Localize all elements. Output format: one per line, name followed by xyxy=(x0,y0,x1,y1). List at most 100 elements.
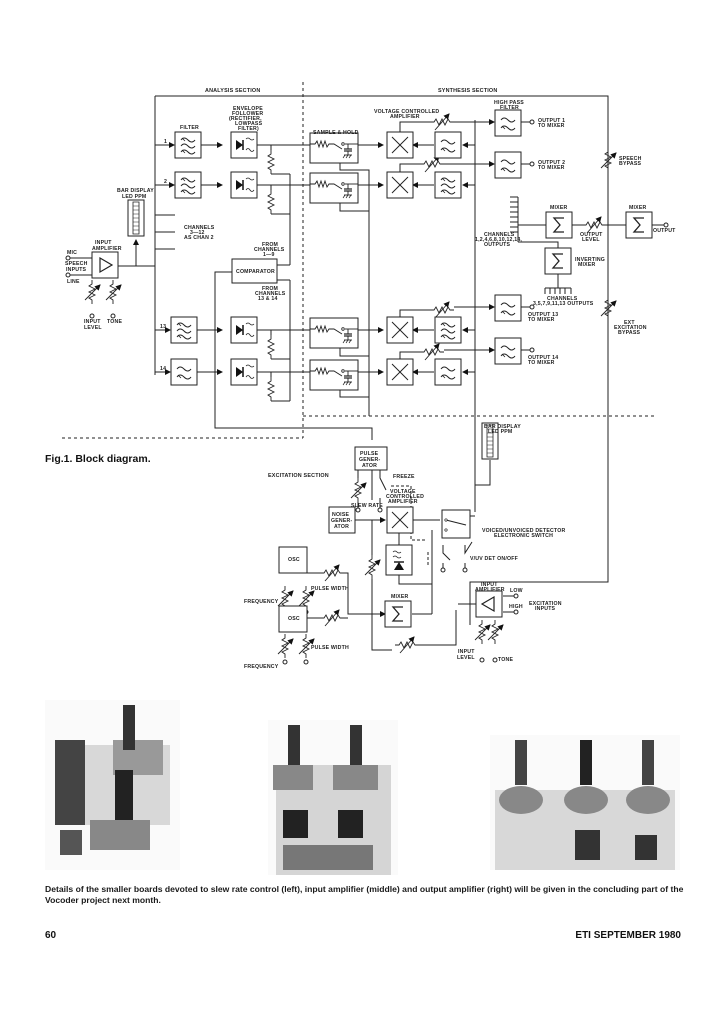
page-number: 60 xyxy=(45,930,57,941)
output-13-label-1: OUTPUT 13 xyxy=(528,312,558,318)
high-pass-filter-1 xyxy=(494,109,522,137)
envelope-follower-ch2 xyxy=(230,171,258,199)
high-pass-filter-label-2: FILTER xyxy=(500,105,519,111)
channel-number-2: 2 xyxy=(164,179,167,185)
excitation-tone-label: TONE xyxy=(498,657,513,663)
from-channels-1-9-label-2: CHANNELS xyxy=(254,247,285,253)
excitation-envelope-block xyxy=(386,545,412,575)
output-1-label-2: TO MIXER xyxy=(538,123,565,129)
output-mixer-label: MIXER xyxy=(629,205,646,211)
excitation-vca-label-1: VOLTAGE xyxy=(390,489,416,495)
photo-caption: Details of the smaller boards devoted to… xyxy=(45,884,684,905)
osc-block-2 xyxy=(279,606,307,632)
pulse-generator-label-2: GENER- xyxy=(359,457,380,463)
vca-ch1 xyxy=(386,131,414,159)
filter-ch14 xyxy=(170,358,198,386)
figure-caption: Fig.1. Block diagram. xyxy=(45,453,151,465)
envelope-follower-label-4: LOWPASS xyxy=(235,121,263,127)
high-label: HIGH xyxy=(509,604,523,610)
mic-label: MIC xyxy=(67,250,77,256)
input-amplifier-label-2: AMPLIFIER xyxy=(92,246,122,252)
pulse-generator-label-1: PULSE xyxy=(360,451,379,457)
pulse-width-label-1: PULSE WIDTH xyxy=(311,586,349,592)
pulse-width-label-2: PULSE WIDTH xyxy=(311,645,349,651)
inverting-mixer-block xyxy=(544,247,572,275)
board-photos xyxy=(0,690,723,880)
excitation-mixer-label: MIXER xyxy=(391,594,408,600)
output-level-label-2: LEVEL xyxy=(582,237,600,243)
high-pass-filter-14 xyxy=(494,337,522,365)
pulse-generator-block xyxy=(355,447,387,470)
odd-channels-label-1: CHANNELS xyxy=(547,296,578,302)
channel-number-13: 13 xyxy=(160,324,166,330)
vca-ch2 xyxy=(386,171,414,199)
even-channels-label-2: 1,2,4,6,8,10,12,14, xyxy=(475,237,522,243)
osc-label-1: OSC xyxy=(288,557,300,563)
excitation-vca-label-2: CONTROLLED xyxy=(386,494,424,500)
photo-output-amplifier-board xyxy=(490,735,680,870)
output-level-label-1: OUTPUT xyxy=(580,232,603,238)
voiced-unvoiced-switch xyxy=(442,510,470,538)
excitation-vca xyxy=(386,506,414,534)
sample-hold-ch1 xyxy=(309,132,359,164)
channel-number-1: 1 xyxy=(164,139,167,145)
output-13-label-2: TO MIXER xyxy=(528,317,555,323)
excitation-input-amplifier-label-1: INPUT xyxy=(481,582,498,588)
slew-rate-label: SLEW RATE xyxy=(351,503,383,509)
ext-excitation-bypass-label-3: BYPASS xyxy=(618,330,640,336)
excitation-section-label: EXCITATION SECTION xyxy=(268,473,329,479)
synthesis-section-label: SYNTHESIS SECTION xyxy=(438,88,497,94)
bar-display-label-2: LED PPM xyxy=(122,194,146,200)
channels-note-3: AS CHAN 2 xyxy=(184,235,214,241)
speech-bypass-label-2: BYPASS xyxy=(619,161,641,167)
high-pass-filter-2 xyxy=(494,151,522,179)
even-channels-label-1: CHANNELS xyxy=(484,232,515,238)
sample-hold-ch2 xyxy=(309,172,359,204)
filter-ch1 xyxy=(174,131,202,159)
input-amplifier-label-1: INPUT xyxy=(95,240,112,246)
frequency-label-2: FREQUENCY xyxy=(244,664,279,670)
from-channels-1-9-label-1: FROM xyxy=(262,242,278,248)
filter-ch2 xyxy=(174,171,202,199)
output-14-label-2: TO MIXER xyxy=(528,360,555,366)
photo-slew-rate-board xyxy=(45,700,180,870)
speech-inputs-label-2: INPUTS xyxy=(66,267,87,273)
even-channels-label-3: OUTPUTS xyxy=(484,242,511,248)
noise-generator-label-1: NOISE xyxy=(332,512,349,518)
ext-excitation-bypass-label-2: EXCITATION xyxy=(614,325,647,331)
sample-hold-label: SAMPLE & HOLD xyxy=(313,130,359,136)
comparator-block xyxy=(232,259,277,283)
vuv-on-off-label: V/UV DET ON/OFF xyxy=(470,556,518,562)
envelope-follower-label-3: (RECTIFIER, xyxy=(229,116,262,122)
envelope-follower-label-2: FOLLOWER xyxy=(232,111,263,117)
excitation-inputs-label-1: EXCITATION xyxy=(529,601,562,607)
excitation-mixer-block xyxy=(384,600,412,628)
ext-excitation-bypass-label-1: EXT xyxy=(624,320,635,326)
photo-input-amplifier-board xyxy=(268,720,398,875)
output-2-label-2: TO MIXER xyxy=(538,165,565,171)
synth-filter-ch13 xyxy=(434,316,462,344)
low-label: LOW xyxy=(510,588,523,594)
output-mixer-block xyxy=(625,211,653,239)
excitation-input-level-label-2: LEVEL xyxy=(457,655,475,661)
envelope-follower-ch14 xyxy=(230,358,258,386)
frequency-label-1: FREQUENCY xyxy=(244,599,279,605)
synth-filter-ch2 xyxy=(434,171,462,199)
pulse-generator-label-3: ATOR xyxy=(362,463,377,469)
excitation-input-amplifier-label-2: AMPLIFIER xyxy=(475,587,505,593)
excitation-bar-display-label-1: BAR DISPLAY xyxy=(484,424,521,430)
from-channels-13-14-label-1: FROM xyxy=(262,286,278,292)
from-channels-13-14-label-2: CHANNELS xyxy=(255,291,286,297)
synth-filter-ch1 xyxy=(434,131,462,159)
channels-note-1: CHANNELS xyxy=(184,225,215,231)
envelope-follower-ch13 xyxy=(230,316,258,344)
output-label: OUTPUT xyxy=(653,228,676,234)
vuv-detector-label-1: VOICED/UNVOICED DETECTOR xyxy=(482,528,565,534)
excitation-input-amplifier xyxy=(475,590,503,618)
from-channels-1-9-label-3: 1—9 xyxy=(263,252,275,258)
excitation-inputs-label-2: INPUTS xyxy=(535,606,556,612)
noise-generator-label-3: ATOR xyxy=(334,524,349,530)
speech-bypass-label-1: SPEECH xyxy=(619,156,642,162)
osc-label-2: OSC xyxy=(288,616,300,622)
inverting-mixer-label-2: MIXER xyxy=(578,262,595,268)
